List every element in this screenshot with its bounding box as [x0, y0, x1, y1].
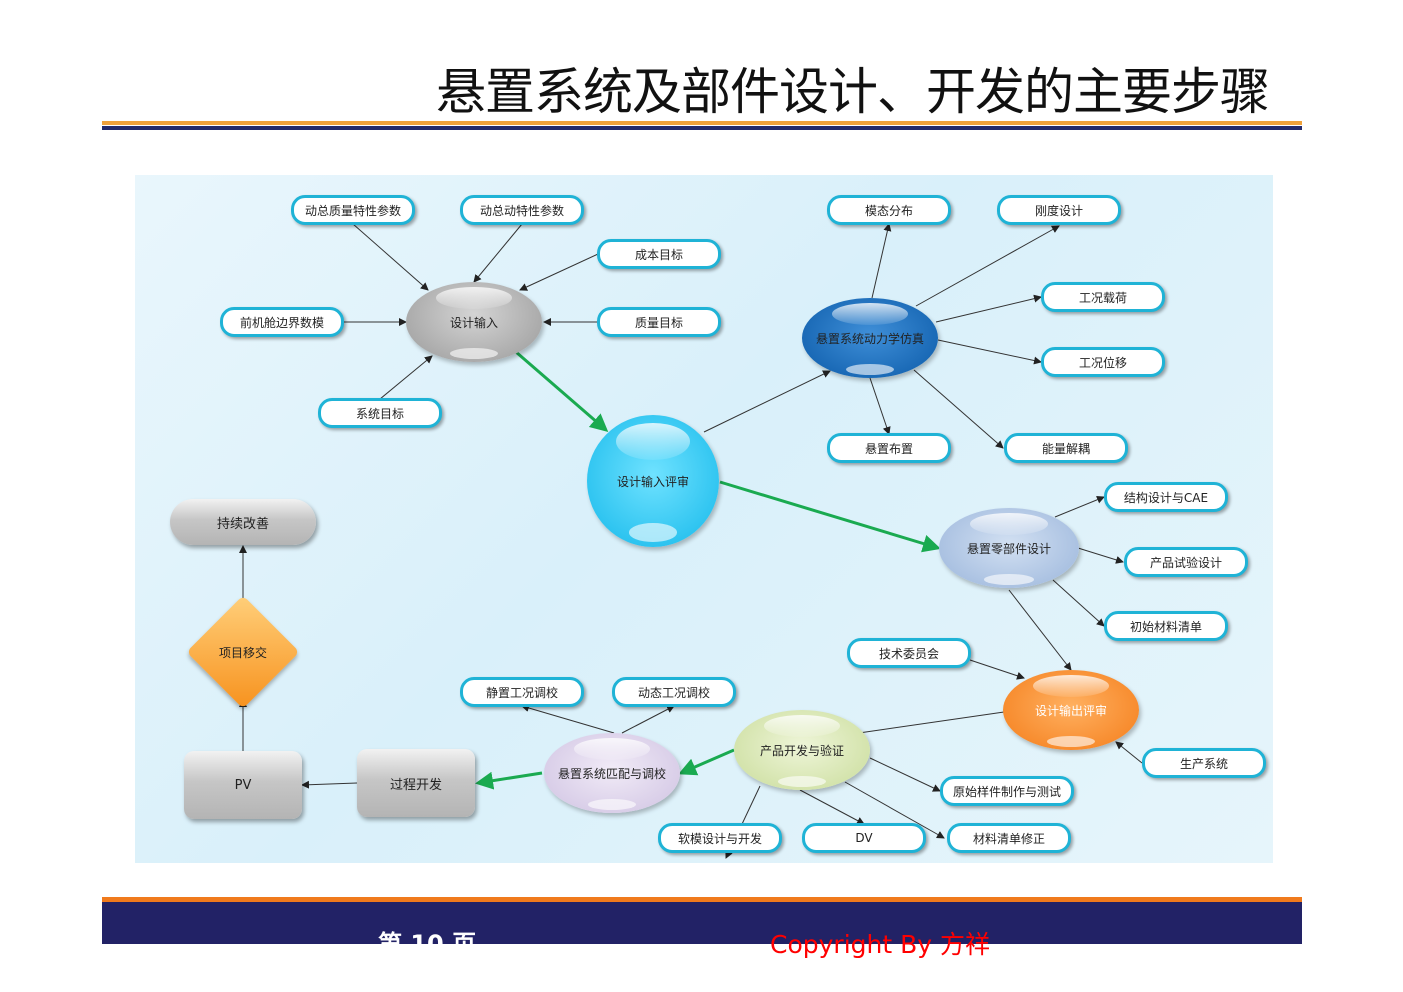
node-production[interactable]: 生产系统 [1142, 748, 1266, 778]
node-dv[interactable]: DV [802, 823, 926, 853]
node-dynamic-tune[interactable]: 动态工况调校 [612, 677, 736, 707]
node-static-tune[interactable]: 静置工况调校 [460, 677, 584, 707]
node-dyn-params[interactable]: 动总动特性参数 [460, 195, 584, 225]
page-title: 悬置系统及部件设计、开发的主要步骤 [436, 63, 1270, 121]
node-label: 设计输出评审 [1034, 703, 1107, 718]
node-layout[interactable]: 悬置布置 [827, 433, 951, 463]
copyright: Copyright By 方祥 [770, 930, 990, 959]
node-front-bay[interactable]: 前机舱边界数模 [220, 307, 344, 337]
node-cost-target[interactable]: 成本目标 [597, 239, 721, 269]
node-displacement[interactable]: 工况位移 [1041, 347, 1165, 377]
node-test-design[interactable]: 产品试验设计 [1124, 547, 1248, 577]
node-design-input[interactable]: 设计输入 [406, 282, 542, 362]
node-label: 项目移交 [218, 646, 267, 660]
node-soft-tool[interactable]: 软模设计与开发 [658, 823, 782, 853]
node-dev-verify[interactable]: 产品开发与验证 [734, 710, 870, 790]
node-label: 悬置系统动力学仿真 [815, 331, 924, 346]
node-input-review[interactable]: 设计输入评审 [587, 415, 719, 547]
footer-rule-orange [102, 897, 1302, 902]
node-part-design[interactable]: 悬置零部件设计 [939, 508, 1079, 588]
node-label: 设计输入 [449, 315, 498, 330]
node-bom[interactable]: 初始材料清单 [1104, 611, 1228, 641]
node-prototype[interactable]: 原始样件制作与测试 [940, 776, 1074, 806]
node-mass-params[interactable]: 动总质量特性参数 [291, 195, 415, 225]
title-rule-navy [102, 126, 1302, 130]
node-output-review[interactable]: 设计输出评审 [1003, 670, 1139, 750]
node-tuning[interactable]: 悬置系统匹配与调校 [544, 733, 680, 813]
node-process-dev[interactable]: 过程开发 [357, 749, 475, 817]
node-system-target[interactable]: 系统目标 [318, 398, 442, 428]
page-number: 第 10 页 [378, 930, 477, 944]
node-load[interactable]: 工况载荷 [1041, 282, 1165, 312]
node-stiffness[interactable]: 刚度设计 [997, 195, 1121, 225]
node-decoupling[interactable]: 能量解耦 [1004, 433, 1128, 463]
node-pv[interactable]: PV [184, 751, 302, 819]
footer-bar: 第 10 页 [102, 902, 1302, 944]
node-improve[interactable]: 持续改善 [170, 499, 316, 545]
node-struct-cae[interactable]: 结构设计与CAE [1104, 482, 1228, 512]
node-committee[interactable]: 技术委员会 [847, 638, 971, 668]
node-quality-target[interactable]: 质量目标 [597, 307, 721, 337]
node-label: 设计输入评审 [616, 474, 689, 489]
node-label: 产品开发与验证 [759, 743, 844, 758]
node-label: 悬置零部件设计 [966, 541, 1051, 556]
node-modal[interactable]: 模态分布 [827, 195, 951, 225]
node-bom-fix[interactable]: 材料清单修正 [947, 823, 1071, 853]
node-dyn-sim[interactable]: 悬置系统动力学仿真 [802, 298, 938, 378]
title-rule-orange [102, 121, 1302, 125]
node-label: 悬置系统匹配与调校 [557, 766, 666, 781]
